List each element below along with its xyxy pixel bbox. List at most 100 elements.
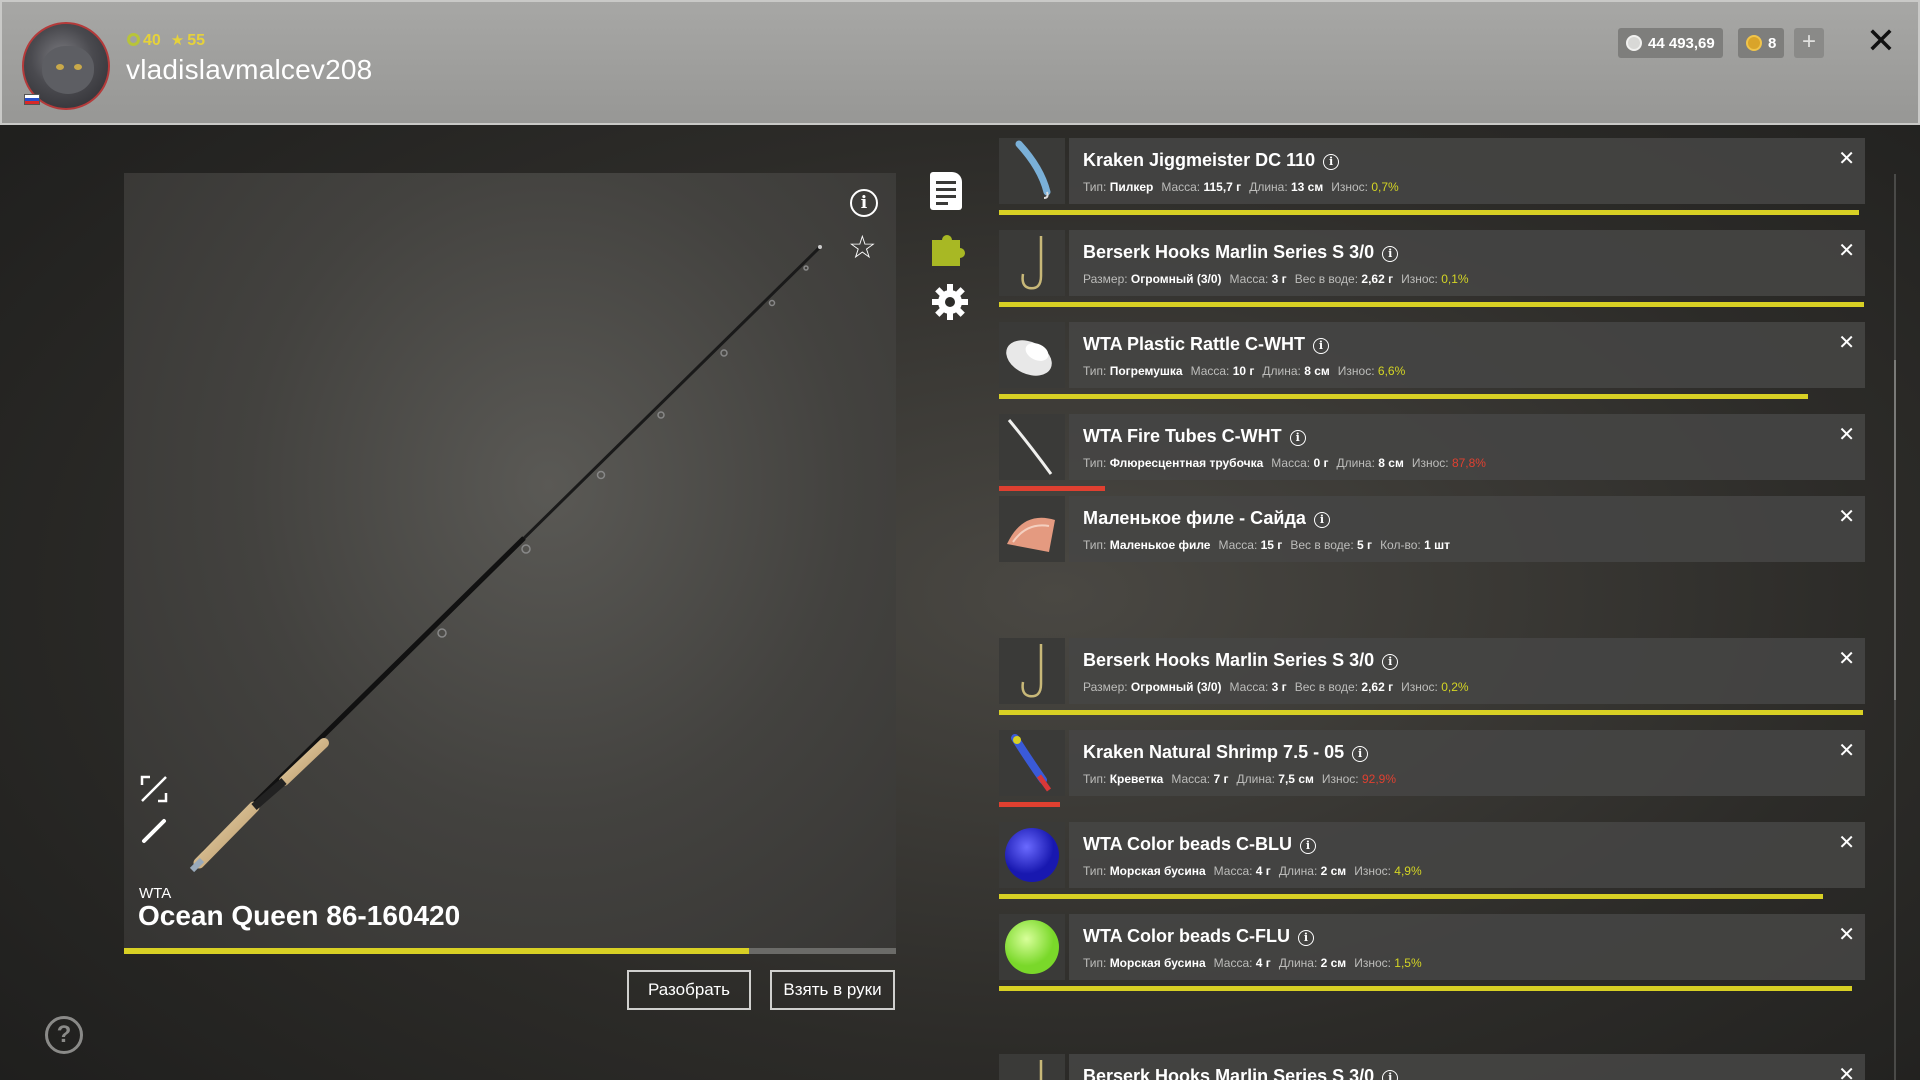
item-wear: 6,6% xyxy=(1377,364,1406,378)
puzzle-icon[interactable] xyxy=(930,228,970,268)
scrollbar-thumb[interactable] xyxy=(1894,360,1896,700)
favorite-star-icon[interactable]: ☆ xyxy=(848,229,877,265)
remove-item-close-icon[interactable]: ✕ xyxy=(1838,1064,1855,1080)
info-icon[interactable]: i xyxy=(850,189,878,217)
silver-coin-icon xyxy=(1626,35,1642,51)
fillet-thumbnail-icon xyxy=(999,496,1065,562)
add-currency-button[interactable]: + xyxy=(1794,28,1824,58)
item-durability-bar xyxy=(999,486,1105,491)
hook-thumbnail-icon xyxy=(999,230,1065,296)
item-info-icon[interactable]: i xyxy=(1300,838,1316,854)
item-wear: 4,9% xyxy=(1394,864,1422,878)
level-value: 40 xyxy=(143,31,161,49)
cat-portrait xyxy=(42,46,94,94)
remove-item-close-icon[interactable]: ✕ xyxy=(1838,332,1855,354)
item-durability-bar xyxy=(999,710,1863,715)
item-durability-bar xyxy=(999,986,1852,991)
gold-coin-icon xyxy=(1746,35,1762,51)
item-info-icon[interactable]: i xyxy=(1289,430,1306,446)
item-info-icon[interactable]: i xyxy=(1297,930,1314,946)
remove-item-close-icon[interactable]: ✕ xyxy=(1838,648,1855,670)
item-wear: 0,1% xyxy=(1441,272,1469,286)
item-durability-bar xyxy=(999,210,1859,215)
item-durability-bar xyxy=(999,894,1823,899)
rod-durability-bar xyxy=(124,948,896,954)
remove-item-close-icon[interactable]: ✕ xyxy=(1838,424,1855,446)
disassemble-button[interactable]: Разобрать xyxy=(627,970,751,1010)
russia-flag-icon xyxy=(24,94,40,105)
player-stats: 40 ★55 xyxy=(127,31,205,50)
level-icon xyxy=(127,32,140,46)
edit-pencil-icon[interactable] xyxy=(138,815,170,847)
shrimp-thumbnail-icon xyxy=(999,730,1065,796)
item-info-icon[interactable]: i xyxy=(1382,1070,1399,1080)
gear-icon[interactable] xyxy=(930,282,970,322)
remove-item-close-icon[interactable]: ✕ xyxy=(1838,148,1855,170)
item-wear: 87,8% xyxy=(1451,456,1486,470)
rod-durability-fill xyxy=(124,948,750,954)
item-info-icon[interactable]: i xyxy=(1382,654,1399,670)
remove-item-close-icon[interactable]: ✕ xyxy=(1838,240,1855,262)
tube-thumbnail-icon xyxy=(999,414,1065,480)
item-info-icon[interactable]: i xyxy=(1323,154,1340,170)
rattle-thumbnail-icon xyxy=(999,322,1065,388)
hook-thumbnail-icon xyxy=(999,1054,1065,1080)
silver-balance: 44 493,69 xyxy=(1618,28,1723,58)
rank-star-icon: ★ xyxy=(170,32,185,49)
item-wear: 0,2% xyxy=(1441,680,1469,694)
remove-item-close-icon[interactable]: ✕ xyxy=(1838,924,1855,946)
item-durability-bar xyxy=(999,394,1808,399)
close-icon[interactable]: ✕ xyxy=(1865,20,1897,61)
item-info-icon[interactable]: i xyxy=(1382,246,1399,262)
item-info-icon[interactable]: i xyxy=(1313,512,1330,528)
item-wear: 0,7% xyxy=(1371,180,1399,194)
expand-icon[interactable] xyxy=(138,773,170,805)
rank-value: 55 xyxy=(187,32,206,49)
fishing-rod-image xyxy=(189,245,822,873)
notes-icon[interactable] xyxy=(930,172,962,210)
rod-viewer[interactable]: i ☆ WTA Ocean Queen 86-160420 xyxy=(124,173,896,953)
hook-thumbnail-icon xyxy=(999,638,1065,704)
item-info-icon[interactable]: i xyxy=(1313,338,1330,354)
remove-item-close-icon[interactable]: ✕ xyxy=(1838,740,1855,762)
username: vladislavmalcev208 xyxy=(126,54,373,85)
help-icon[interactable]: ? xyxy=(45,1016,83,1054)
take-in-hands-button[interactable]: Взять в руки xyxy=(770,970,895,1010)
item-info-icon[interactable]: i xyxy=(1352,746,1369,762)
item-wear: 1,5% xyxy=(1394,956,1422,970)
pilker-thumbnail-icon xyxy=(999,138,1065,204)
item-wear: 92,9% xyxy=(1361,772,1397,786)
silver-value: 44 493,69 xyxy=(1648,34,1715,52)
remove-item-close-icon[interactable]: ✕ xyxy=(1838,506,1855,528)
item-durability-bar xyxy=(999,802,1060,807)
remove-item-close-icon[interactable]: ✕ xyxy=(1838,832,1855,854)
list-scrollbar[interactable] xyxy=(1894,174,1896,1080)
